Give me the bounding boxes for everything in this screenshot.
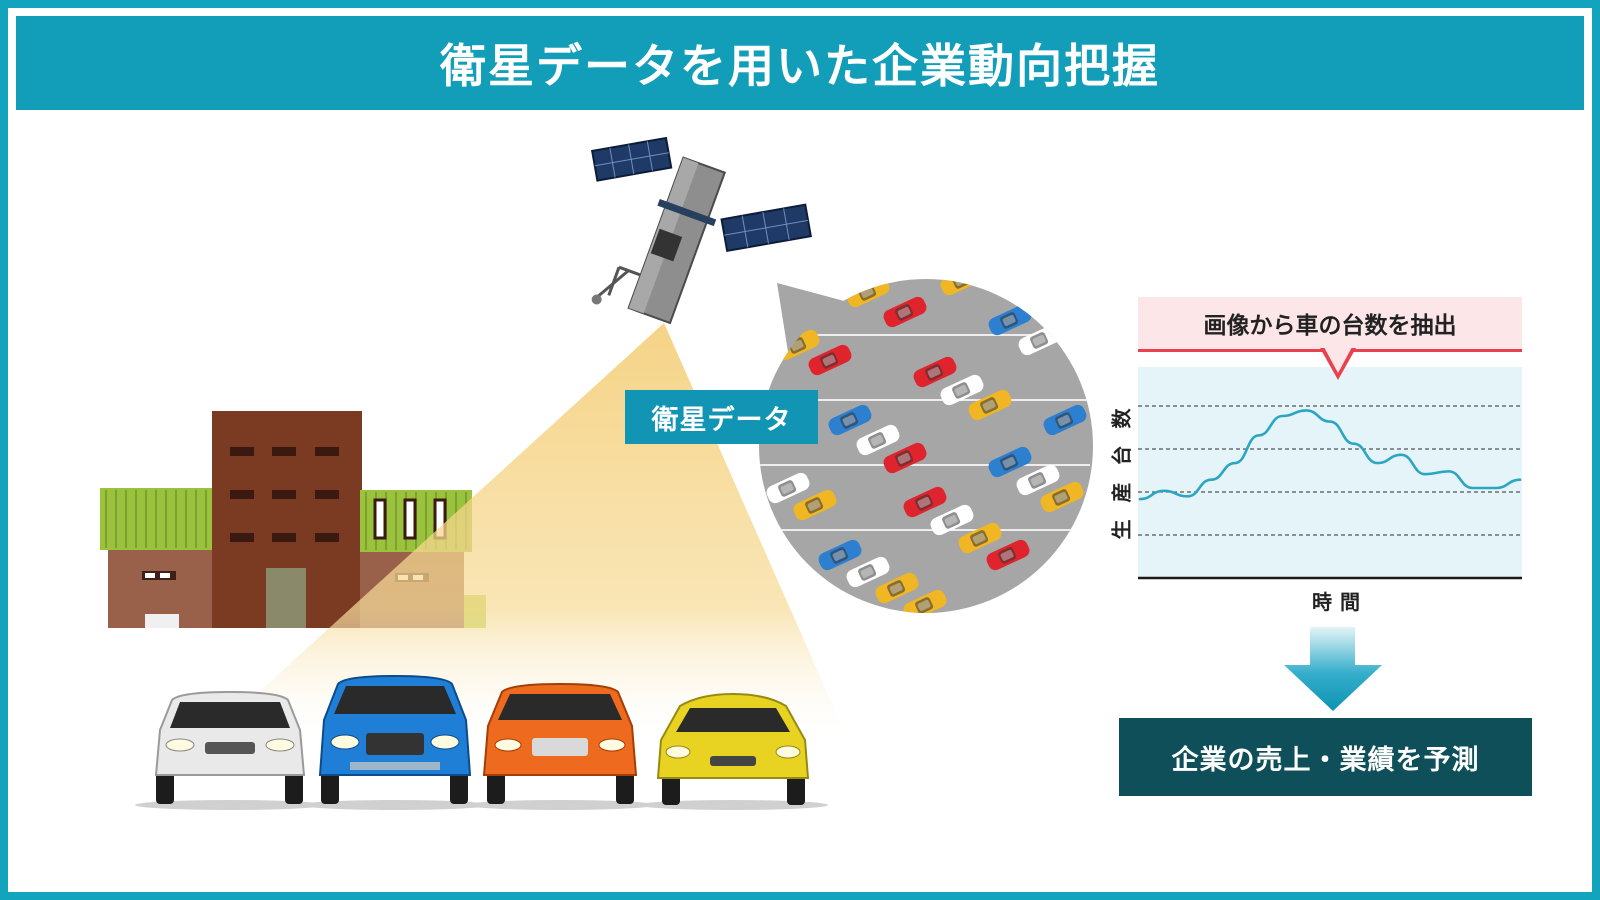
satellite-icon xyxy=(590,136,812,325)
y-axis-char: 産 xyxy=(1109,482,1134,503)
car-orange-icon xyxy=(465,682,655,810)
y-axis-char: 台 xyxy=(1109,445,1134,466)
satellite-data-label: 衛星データ xyxy=(625,390,818,444)
production-series-line xyxy=(1138,409,1522,501)
result-box: 企業の売上・業績を予測 xyxy=(1119,718,1532,796)
car-white-icon xyxy=(135,690,325,810)
parking-lot-image xyxy=(759,279,1093,613)
car-blue-icon xyxy=(300,674,490,810)
page-title: 衛星データを用いた企業動向把握 xyxy=(440,39,1160,93)
callout-box: 画像から車の台数を抽出 xyxy=(1138,297,1522,352)
chart-panel xyxy=(1138,367,1522,580)
y-axis-label: 数 台 産 生 xyxy=(1103,404,1137,544)
x-axis-label: 時間 xyxy=(1312,590,1368,614)
y-axis-char: 数 xyxy=(1109,408,1134,429)
car-yellow-icon xyxy=(638,692,828,810)
title-bar: 衛星データを用いた企業動向把握 xyxy=(16,16,1584,110)
callout-tail-fill xyxy=(1324,347,1352,373)
y-axis-char: 生 xyxy=(1109,519,1134,540)
down-arrow-icon xyxy=(1284,627,1382,711)
